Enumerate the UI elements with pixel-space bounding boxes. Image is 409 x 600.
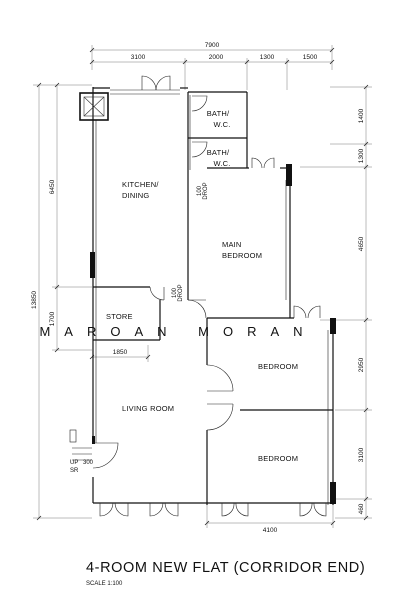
main-bedroom-label-l2: BEDROOM <box>222 251 262 260</box>
plan-notes: 100 DROP 100 DROP UP 300 SR <box>70 182 209 474</box>
watermark-text: MAROAN MORAN <box>39 324 316 339</box>
plan-title: 4-ROOM NEW FLAT (CORRIDOR END) <box>86 560 365 576</box>
living-room-label: LIVING ROOM <box>122 404 174 413</box>
dim-bottom: 4100 <box>263 527 278 534</box>
up-label: UP <box>70 460 78 466</box>
dim-right-5: 3100 <box>358 447 365 462</box>
dimension-labels: 7900 3100 2000 1300 1500 13850 6450 1700… <box>31 42 365 534</box>
walls <box>92 87 335 505</box>
dim-top-3: 1300 <box>260 54 275 61</box>
drop-1-value: 100 <box>197 185 203 196</box>
sr-label: SR <box>70 468 79 474</box>
dim-left-1: 6450 <box>49 179 56 194</box>
dim-left-total: 13850 <box>31 291 38 309</box>
entrance-steps <box>69 429 92 461</box>
dimension-lines <box>33 45 372 528</box>
kitchen-label-l2: DINING <box>122 191 149 200</box>
bath-2-label-l1: BATH/ <box>207 148 230 157</box>
wall-columns <box>90 164 336 504</box>
dim-top-total: 7900 <box>205 42 220 49</box>
dim-right-4: 2950 <box>358 357 365 372</box>
room-labels: BATH/ W.C. BATH/ W.C. KITCHEN/ DINING MA… <box>106 109 298 463</box>
bedroom-1-label: BEDROOM <box>258 362 298 371</box>
bedroom-2-label: BEDROOM <box>258 454 298 463</box>
drop-1-label: DROP <box>203 182 209 199</box>
dim-right-3: 4650 <box>358 236 365 251</box>
chute-box <box>79 92 109 121</box>
dim-right-2: 1300 <box>358 148 365 163</box>
bath-1-label-l2: W.C. <box>213 120 230 129</box>
up-value: 300 <box>83 460 94 466</box>
doors <box>92 75 327 517</box>
drop-2-value: 100 <box>172 287 178 298</box>
plan-scale: SCALE 1:100 <box>86 581 123 587</box>
watermark: MAROAN MORAN <box>39 324 316 339</box>
dim-1850: 1850 <box>113 349 128 356</box>
dim-top-2: 2000 <box>209 54 224 61</box>
kitchen-label-l1: KITCHEN/ <box>122 180 159 189</box>
dim-top-4: 1500 <box>303 54 318 61</box>
dim-right-6: 460 <box>358 503 365 514</box>
main-bedroom-label-l1: MAIN <box>222 240 242 249</box>
drop-2-label: DROP <box>178 284 184 301</box>
dim-left-2: 1700 <box>49 311 56 326</box>
bath-2-label-l2: W.C. <box>213 159 230 168</box>
bath-1-label-l1: BATH/ <box>207 109 230 118</box>
dim-right-1: 1400 <box>358 108 365 123</box>
dim-top-1: 3100 <box>131 54 146 61</box>
store-label: STORE <box>106 312 133 321</box>
